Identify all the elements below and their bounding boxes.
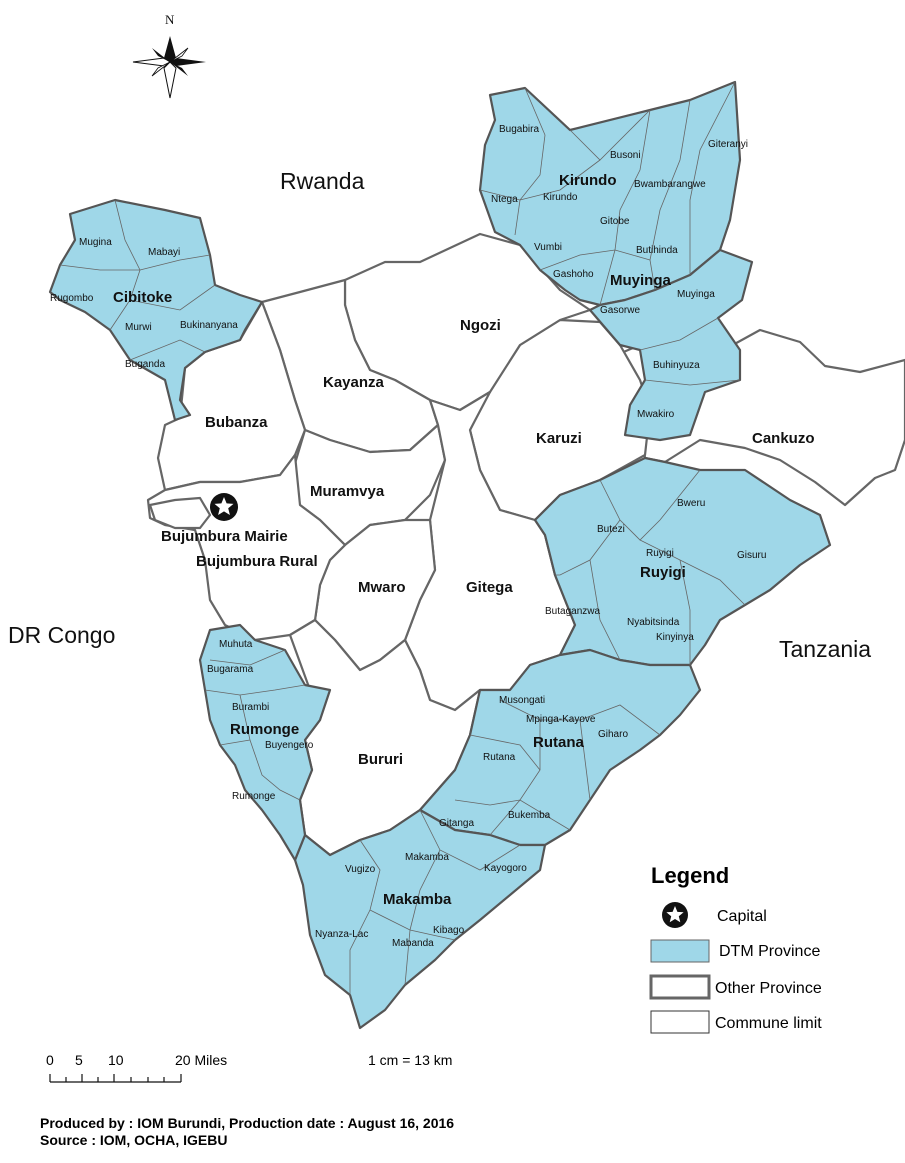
- scale-ratio: 1 cm = 13 km: [368, 1052, 452, 1068]
- commune-label: Muhuta: [219, 639, 253, 650]
- north-arrow-icon: [132, 36, 206, 99]
- commune-label: Butezi: [597, 524, 625, 535]
- scale-bar: 0 5 10 20 Miles 1 cm = 13 km: [46, 1052, 452, 1083]
- commune-label: Giteranyi: [708, 139, 748, 150]
- commune-label: Kirundo: [543, 192, 578, 203]
- scale-tick-label: 0: [46, 1052, 54, 1068]
- commune-label: Murwi: [125, 322, 152, 333]
- province-label-muramvya: Muramvya: [310, 483, 385, 500]
- commune-label: Bweru: [677, 498, 705, 509]
- commune-label: Gitobe: [600, 216, 630, 227]
- commune-label: Bukemba: [508, 810, 551, 821]
- legend-other-swatch: [649, 974, 711, 1000]
- province-label-bubanza: Bubanza: [205, 414, 268, 431]
- legend-dtm-label: DTM Province: [719, 943, 820, 960]
- province-label-rutana: Rutana: [533, 734, 584, 751]
- commune-label: Ntega: [491, 194, 518, 205]
- commune-label: Bwambarangwe: [634, 179, 706, 190]
- footer-produced-by: Produced by : IOM Burundi, Production da…: [40, 1115, 454, 1131]
- commune-label: Gashoho: [553, 269, 594, 280]
- province-label-bururi: Bururi: [358, 751, 403, 768]
- country-rwanda: Rwanda: [280, 168, 365, 194]
- commune-label: Musongati: [499, 695, 545, 706]
- footer-source: Source : IOM, OCHA, IGEBU: [40, 1132, 227, 1148]
- commune-label: Ruyigi: [646, 548, 674, 559]
- commune-label: Butaganzwa: [545, 606, 600, 617]
- commune-label: Buganda: [125, 359, 165, 370]
- province-label-makamba: Makamba: [383, 891, 452, 908]
- commune-label: Bukinanyana: [180, 320, 238, 331]
- commune-label: Bugabira: [499, 124, 539, 135]
- province-label-cibitoke: Cibitoke: [113, 289, 172, 306]
- commune-label: Kinyinya: [656, 632, 694, 643]
- province-label-ngozi: Ngozi: [460, 317, 501, 334]
- province-label-kirundo: Kirundo: [559, 172, 617, 189]
- province-rumonge[interactable]: [198, 623, 332, 862]
- capital-star-icon: [210, 493, 238, 521]
- scale-tick-label: 5: [75, 1052, 83, 1068]
- legend-commune-label: Commune limit: [715, 1015, 822, 1032]
- legend-other-label: Other Province: [715, 980, 822, 997]
- province-label-muyinga: Muyinga: [610, 272, 671, 289]
- commune-label: Mugina: [79, 237, 112, 248]
- commune-label: Buhinyuza: [653, 360, 700, 371]
- legend: Legend Capital DTM Province Other Provin…: [649, 863, 822, 1034]
- commune-label: Nyanza-Lac: [315, 929, 368, 940]
- commune-label: Gisuru: [737, 550, 766, 561]
- province-bujumbura-mairie: [148, 496, 212, 530]
- commune-label: Nyabitsinda: [627, 617, 680, 628]
- province-label-gitega: Gitega: [466, 579, 513, 596]
- commune-label: Buyengero: [265, 740, 314, 751]
- commune-label: Mpinga-Kayove: [526, 714, 596, 725]
- scale-tick-label: 20 Miles: [175, 1052, 227, 1068]
- commune-label: Butihinda: [636, 245, 678, 256]
- commune-label: Mabanda: [392, 938, 434, 949]
- legend-capital-icon: [662, 902, 688, 928]
- province-label-rumonge: Rumonge: [230, 721, 299, 738]
- commune-label: Makamba: [405, 852, 449, 863]
- commune-limits: [59, 81, 746, 995]
- province-label-cankuzo: Cankuzo: [752, 430, 815, 447]
- commune-label: Rumonge: [232, 791, 276, 802]
- commune-label: Busoni: [610, 150, 641, 161]
- commune-label: Rutana: [483, 752, 516, 763]
- commune-label: Mwakiro: [637, 409, 675, 420]
- commune-label: Vumbi: [534, 242, 562, 253]
- legend-commune-swatch: [650, 1010, 710, 1034]
- legend-title: Legend: [651, 863, 729, 888]
- commune-label: Muyinga: [677, 289, 715, 300]
- country-tanzania: Tanzania: [779, 636, 871, 662]
- legend-dtm-swatch: [650, 939, 710, 963]
- commune-label: Rugombo: [50, 293, 94, 304]
- commune-label: Kibago: [433, 925, 465, 936]
- province-makamba[interactable]: [293, 808, 547, 1030]
- commune-label: Burambi: [232, 702, 269, 713]
- province-label-kayanza: Kayanza: [323, 374, 385, 391]
- province-muyinga[interactable]: [588, 248, 754, 442]
- north-label: N: [165, 12, 175, 27]
- legend-capital-label: Capital: [717, 908, 767, 925]
- commune-label: Mabayi: [148, 247, 180, 258]
- commune-label: Bugarama: [207, 664, 254, 675]
- province-label-karuzi: Karuzi: [536, 430, 582, 447]
- commune-label: Giharo: [598, 729, 628, 740]
- province-label-ruyigi: Ruyigi: [640, 564, 686, 581]
- scale-tick-label: 10: [108, 1052, 124, 1068]
- commune-label: Vugizo: [345, 864, 376, 875]
- province-label-bujumbura-mairie: Bujumbura Mairie: [161, 528, 288, 545]
- commune-label: Gasorwe: [600, 305, 640, 316]
- province-label-mwaro: Mwaro: [358, 579, 406, 596]
- province-label-bujumbura-rural: Bujumbura Rural: [196, 553, 318, 570]
- country-dr-congo: DR Congo: [8, 622, 115, 648]
- commune-label: Kayogoro: [484, 863, 527, 874]
- commune-label: Gitanga: [439, 818, 474, 829]
